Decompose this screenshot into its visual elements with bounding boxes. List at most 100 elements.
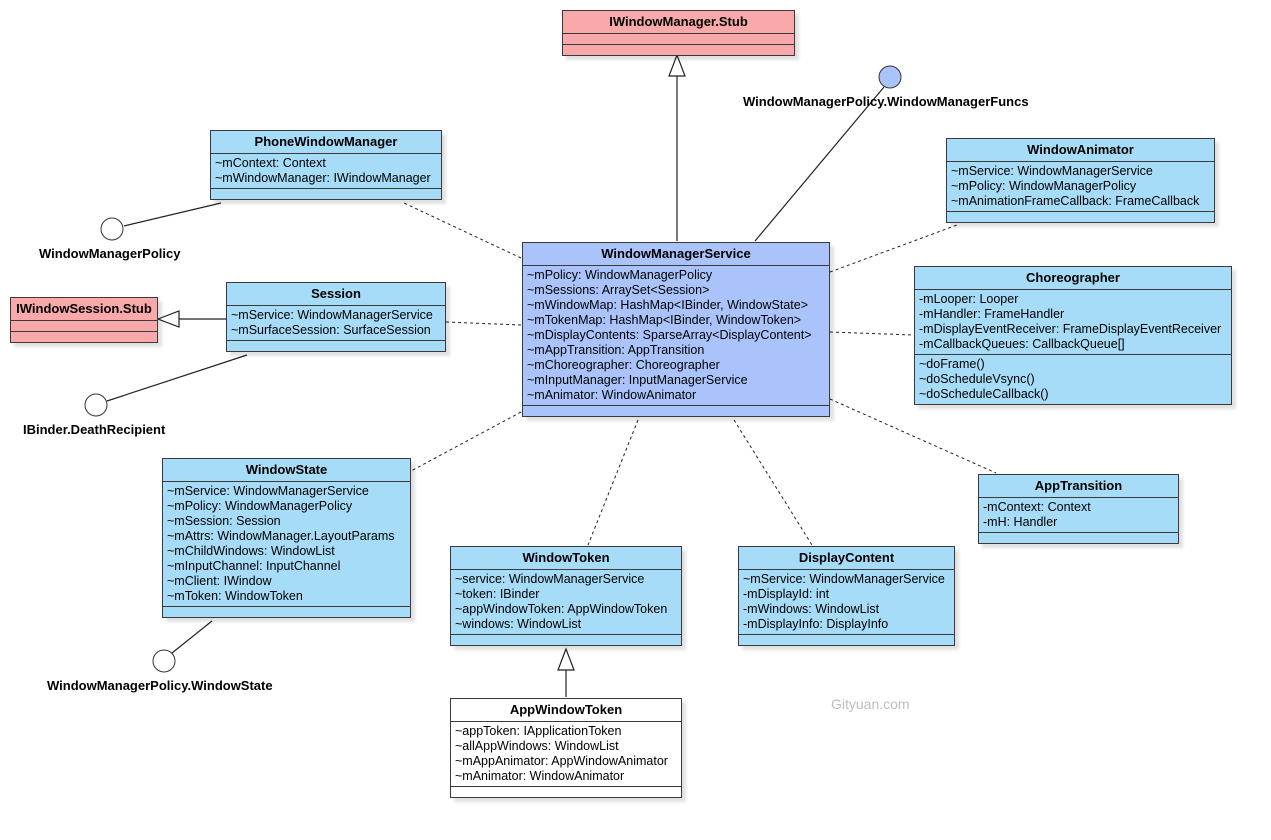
attribute: ~token: IBinder [455,587,540,601]
attribute: ~mAppAnimator: AppWindowAnimator [455,754,668,768]
app-transition-class[interactable]: AppTransition -mContext: Context -mH: Ha… [978,474,1179,544]
class-name: IWindowSession.Stub [11,298,157,321]
display-content-class[interactable]: DisplayContent ~mService: WindowManagerS… [738,546,955,646]
attributes-section: ~mPolicy: WindowManagerPolicy ~mSessions… [523,266,829,406]
methods-section [523,406,829,416]
attribute: -mDisplayId: int [743,587,830,601]
attribute: ~mInputManager: InputManagerService [527,373,748,387]
attributes-section: ~mContext: Context ~mWindowManager: IWin… [211,154,441,189]
window-manager-funcs-label: WindowManagerPolicy.WindowManagerFuncs [743,94,1029,109]
wms-session-link [444,321,522,326]
methods-section [163,607,410,617]
class-name: WindowState [163,459,410,482]
window-animator-class[interactable]: WindowAnimator ~mService: WindowManagerS… [946,138,1215,223]
methods-section [451,635,681,645]
method: ~doScheduleCallback() [919,387,1049,401]
attribute: ~mChoreographer: Choreographer [527,358,720,372]
attributes-section: ~appToken: IApplicationToken ~allAppWind… [451,722,681,787]
session-extends-stub-arrow [156,310,180,328]
wms-apptransition-link [829,398,997,474]
appwindowtoken-extends-windowtoken-arrow [557,647,575,671]
class-name: Choreographer [915,267,1231,290]
policy-window-state-label: WindowManagerPolicy.WindowState [47,678,273,693]
attribute: ~mAnimator: WindowAnimator [527,388,697,402]
window-manager-funcs-interface-icon [878,65,902,89]
method: ~doScheduleVsync() [919,372,1035,386]
attribute: ~mToken: WindowToken [167,589,303,603]
attribute: -mDisplayInfo: DisplayInfo [743,617,889,631]
wms-funcs-lollipop-line [754,86,885,242]
attribute: ~mSurfaceSession: SurfaceSession [231,323,431,337]
app-window-token-class[interactable]: AppWindowToken ~appToken: IApplicationTo… [450,698,682,798]
attribute: -mWindows: WindowList [743,602,880,616]
attribute: ~mAnimator: WindowAnimator [455,769,625,783]
class-name: AppTransition [979,475,1178,498]
attributes-section: ~mService: WindowManagerService ~mPolicy… [163,482,410,607]
attribute: ~mPolicy: WindowManagerPolicy [167,499,353,513]
attribute: ~mAnimationFrameCallback: FrameCallback [951,194,1200,208]
attribute: -mLooper: Looper [919,292,1019,306]
death-recipient-interface-icon [84,393,108,417]
attribute: ~mSession: Session [167,514,281,528]
attribute: -mCallbackQueues: CallbackQueue[] [919,337,1125,351]
wms-windowanimator-link [829,224,958,273]
methods-section [227,341,445,351]
attribute: ~mClient: IWindow [167,574,272,588]
windowstate-policy-lollipop-line [171,620,213,654]
class-name: WindowAnimator [947,139,1214,162]
attribute: ~windows: WindowList [455,617,582,631]
class-name: Session [227,283,445,306]
attribute: -mDisplayEventReceiver: FrameDisplayEven… [919,322,1222,336]
attribute: ~mWindowMap: HashMap<IBinder, WindowStat… [527,298,809,312]
class-name: IWindowManager.Stub [563,11,794,34]
method: ~doFrame() [919,357,985,371]
iwindowmanager-stub-class[interactable]: IWindowManager.Stub [562,10,795,56]
wms-windowstate-link [410,411,522,472]
methods-section [739,635,954,645]
iwindowsession-stub-class[interactable]: IWindowSession.Stub [10,297,158,343]
watermark: Gityuan.com [831,696,910,712]
window-manager-service-class[interactable]: WindowManagerService ~mPolicy: WindowMan… [522,242,830,417]
attribute: ~appWindowToken: AppWindowToken [455,602,668,616]
class-name: DisplayContent [739,547,954,570]
methods-section [979,533,1178,543]
policy-window-state-interface-icon [152,649,176,673]
attribute: ~mService: WindowManagerService [951,164,1153,178]
window-state-class[interactable]: WindowState ~mService: WindowManagerServ… [162,458,411,618]
attribute: ~appToken: IApplicationToken [455,724,622,738]
class-name: PhoneWindowManager [211,131,441,154]
attribute: ~mService: WindowManagerService [743,572,945,586]
methods-section [211,189,441,199]
attribute: ~mChildWindows: WindowList [167,544,335,558]
attributes-section [11,321,157,332]
wms-choreographer-link [829,331,914,336]
methods-section [11,332,157,342]
attribute: ~mPolicy: WindowManagerPolicy [951,179,1137,193]
attribute: ~mSessions: ArraySet<Session> [527,283,710,297]
attribute: -mHandler: FrameHandler [919,307,1065,321]
attribute: ~mContext: Context [215,156,326,170]
attribute: ~mAppTransition: AppTransition [527,343,705,357]
session-class[interactable]: Session ~mService: WindowManagerService … [226,282,446,352]
choreographer-class[interactable]: Choreographer -mLooper: Looper -mHandler… [914,266,1232,405]
wms-extends-stub-arrow [668,53,686,77]
window-token-class[interactable]: WindowToken ~service: WindowManagerServi… [450,546,682,646]
methods-section [451,787,681,797]
attributes-section: ~mService: WindowManagerService ~mPolicy… [947,162,1214,212]
attribute: -mContext: Context [983,500,1091,514]
attributes-section: -mContext: Context -mH: Handler [979,498,1178,533]
class-name: AppWindowToken [451,699,681,722]
attribute: ~mService: WindowManagerService [231,308,433,322]
attributes-section: ~mService: WindowManagerService ~mSurfac… [227,306,445,341]
window-manager-policy-interface-icon [100,217,124,241]
attributes-section: ~service: WindowManagerService ~token: I… [451,570,681,635]
attributes-section: -mLooper: Looper -mHandler: FrameHandler… [915,290,1231,355]
phone-window-manager-class[interactable]: PhoneWindowManager ~mContext: Context ~m… [210,130,442,200]
methods-section [947,212,1214,222]
wms-displaycontent-link [733,419,813,546]
attribute: ~mAttrs: WindowManager.LayoutParams [167,529,395,543]
methods-section: ~doFrame() ~doScheduleVsync() ~doSchedul… [915,355,1231,404]
attribute: ~mDisplayContents: SparseArray<DisplayCo… [527,328,812,342]
class-name: WindowManagerService [523,243,829,266]
